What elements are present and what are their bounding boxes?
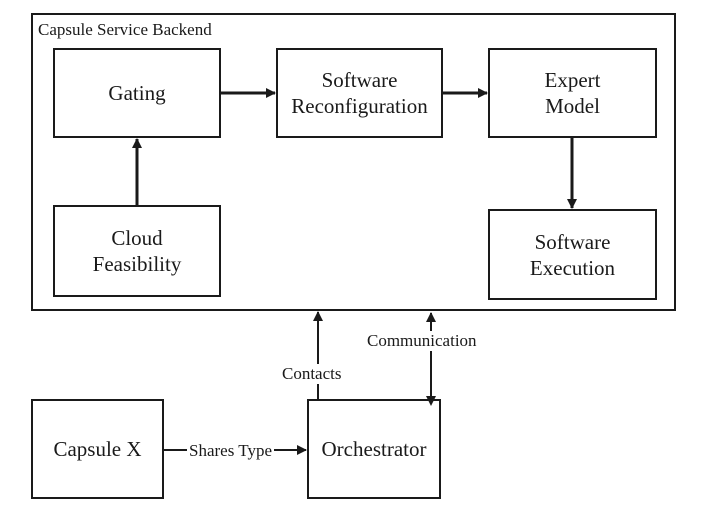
capsule-x-label: Capsule X: [53, 437, 142, 461]
expert-model-label-line-1: Expert: [544, 68, 601, 92]
software-execution-label-line-2: Execution: [529, 255, 616, 280]
contacts-label: Contacts: [282, 364, 342, 384]
orchestrator-label: Orchestrator: [321, 437, 427, 461]
capsule-service-backend-frame: [31, 13, 676, 311]
capsule-x-node: Capsule X: [31, 399, 164, 499]
cloud-feasibility-node: Cloud Feasibility: [53, 205, 221, 297]
software-reconfiguration-node: Software Reconfiguration: [276, 48, 443, 138]
shares-type-label: Shares Type: [187, 441, 275, 461]
software-execution-label-line-1: Software: [534, 229, 611, 254]
software-reconfiguration-label-line-2: Reconfiguration: [291, 94, 428, 118]
gating-node: Gating: [53, 48, 221, 138]
expert-model-label-line-2: Model: [545, 94, 600, 118]
gating-label-line-1: Gating: [108, 81, 166, 105]
software-execution-node: Software Execution: [488, 209, 657, 300]
cloud-feasibility-label-line-2: Feasibility: [92, 252, 182, 276]
backend-title: Capsule Service Backend: [38, 20, 212, 39]
software-reconfiguration-label-line-1: Software: [321, 68, 398, 92]
cloud-feasibility-label-line-1: Cloud: [111, 226, 163, 250]
communication-label: Communication: [367, 331, 477, 351]
expert-model-node: Expert Model: [488, 48, 657, 138]
orchestrator-node: Orchestrator: [307, 399, 441, 499]
